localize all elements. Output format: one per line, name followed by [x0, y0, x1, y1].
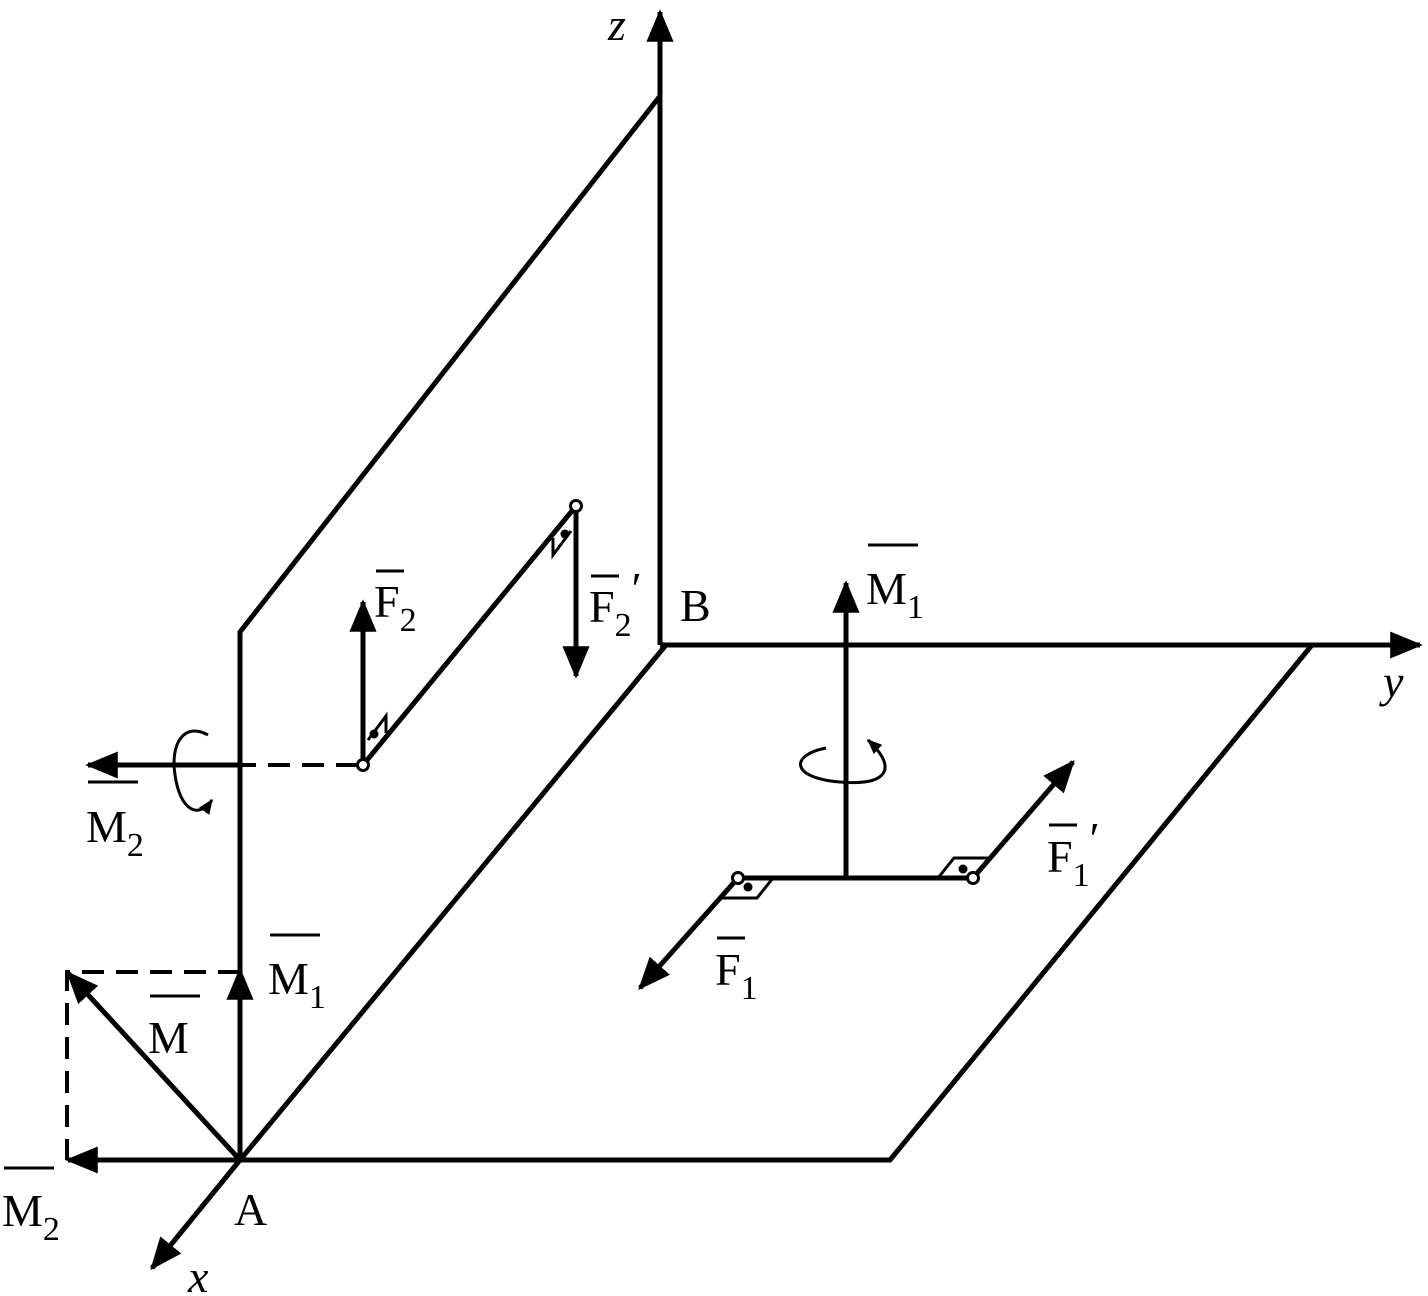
horizontal-plane	[240, 643, 1314, 1163]
right-angle-dot-F1-prime	[958, 864, 968, 874]
F1-label: F1	[715, 944, 758, 1007]
point-B-label: B	[680, 580, 711, 631]
right-angle-mark-F1	[722, 877, 775, 900]
F2-application-point	[356, 758, 370, 772]
F2-prime-application-point	[569, 499, 583, 513]
F1-prime-arrow	[971, 759, 1075, 880]
M-resultant-label: M	[148, 1012, 189, 1063]
M-resultant-vector	[66, 971, 242, 1162]
M2-label-upper: M2	[86, 801, 144, 864]
M1-rotation-icon	[799, 738, 887, 785]
right-angle-mark-F2-prime	[551, 530, 573, 560]
F1-prime-application-point	[966, 871, 980, 885]
point-A-label: A	[234, 1184, 267, 1235]
F1-application-point	[731, 871, 745, 885]
F2-prime-label: F2′	[589, 563, 642, 644]
right-angle-dot-F2	[369, 729, 379, 739]
F2-arm	[361, 504, 578, 767]
plane-edge-AB	[238, 643, 668, 1162]
x-axis-label: x	[187, 1251, 209, 1296]
x-axis	[150, 1158, 242, 1271]
F1-prime-label: F1′	[1047, 813, 1100, 894]
right-angle-dot-F1	[743, 882, 753, 892]
F1-arrow	[638, 876, 740, 991]
M2-label-at-A: M2	[2, 1185, 60, 1248]
z-axis-label: z	[607, 0, 626, 50]
right-angle-dot-F2-prime	[560, 529, 570, 539]
M2-rotation-icon	[172, 729, 214, 815]
y-axis-label: y	[1379, 656, 1404, 707]
F2-label: F2	[374, 576, 417, 639]
M1-label-at-A: M1	[268, 953, 326, 1016]
M1-label-top: M1	[866, 563, 924, 626]
parallelogram-dashes	[65, 970, 240, 1160]
right-angle-mark-F1-prime	[936, 856, 988, 879]
